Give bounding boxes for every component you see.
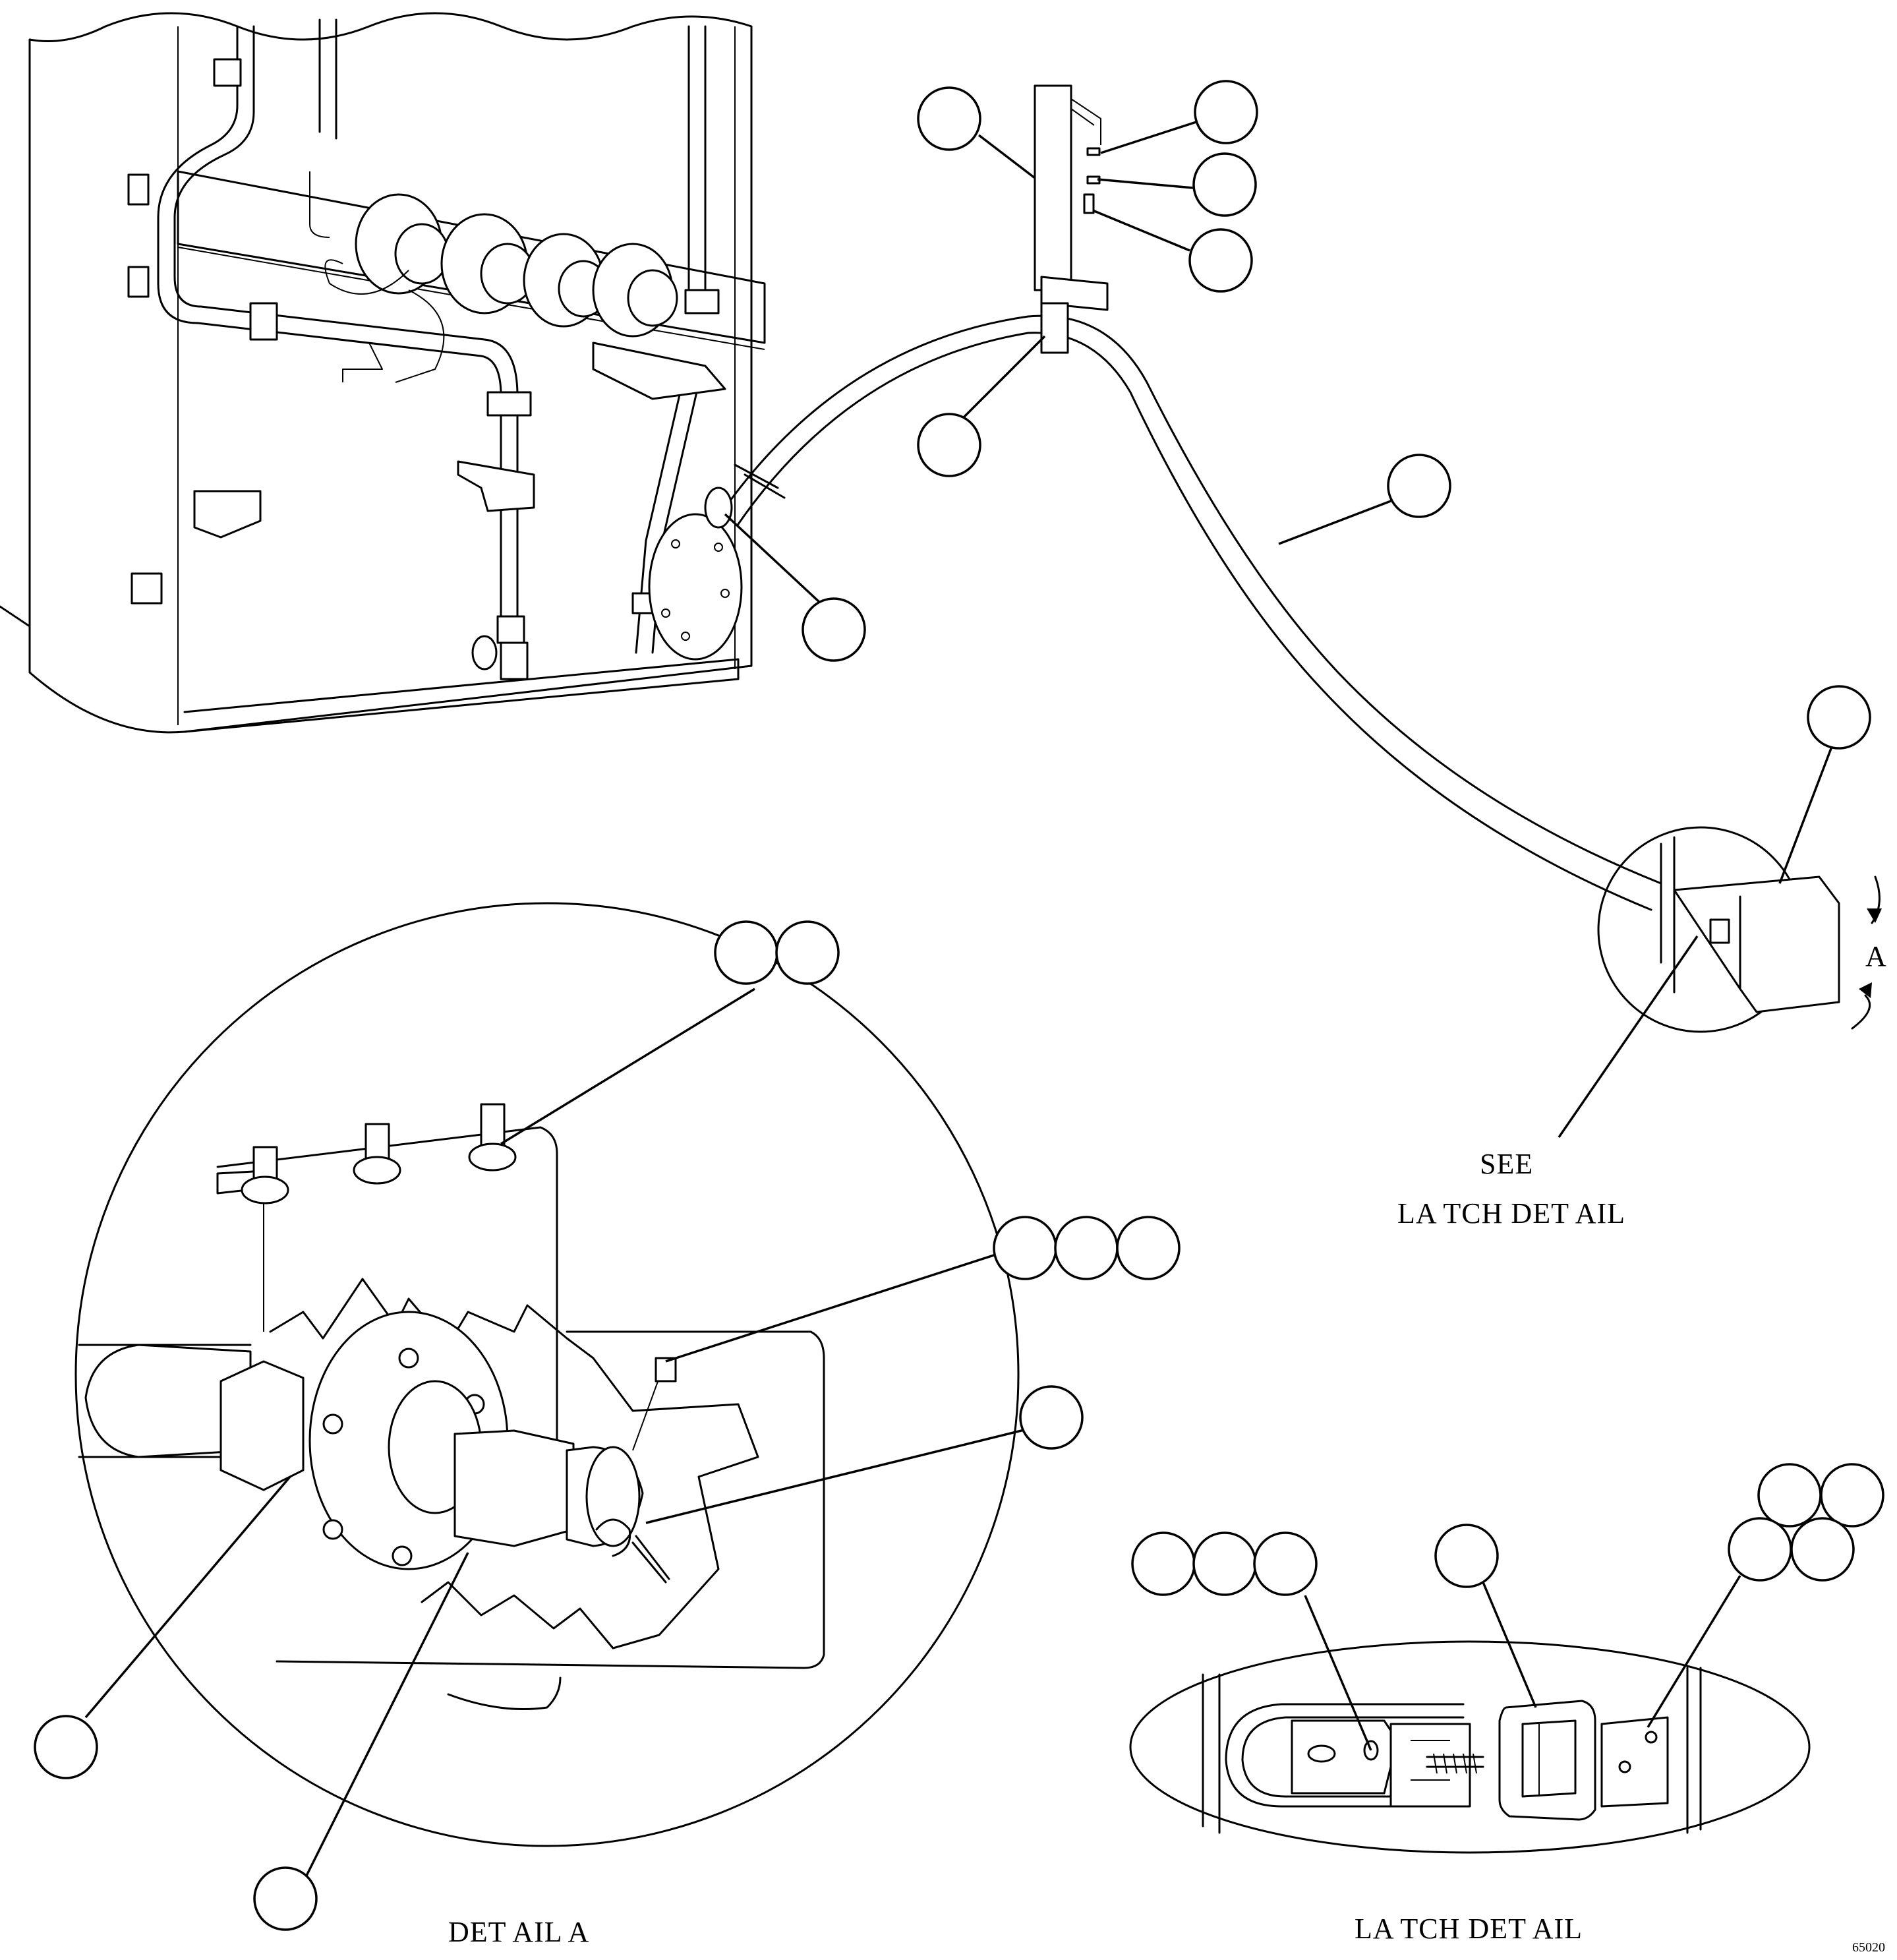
hose (704, 84, 1662, 911)
figure-number: 65020 (1852, 1940, 1885, 1955)
callout-bubbles (34, 80, 1884, 1931)
studs (241, 1103, 517, 1204)
latch-detail-view (1129, 1640, 1811, 1854)
detail-a-caption: DET AIL A (448, 1916, 589, 1948)
detail-a-callout: A (1597, 826, 1887, 1033)
leader-lines (84, 121, 1834, 1896)
pulley-row (355, 193, 678, 338)
tank-panel-assembly (0, 12, 766, 734)
see-label: SEE (1480, 1148, 1533, 1180)
callout-marker-a: A (1865, 940, 1887, 972)
latch-detail-caption: LA TCH DET AIL (1355, 1913, 1583, 1945)
detail-a-view (74, 902, 1020, 1847)
see-latch-detail-label: LA TCH DET AIL (1397, 1197, 1625, 1230)
